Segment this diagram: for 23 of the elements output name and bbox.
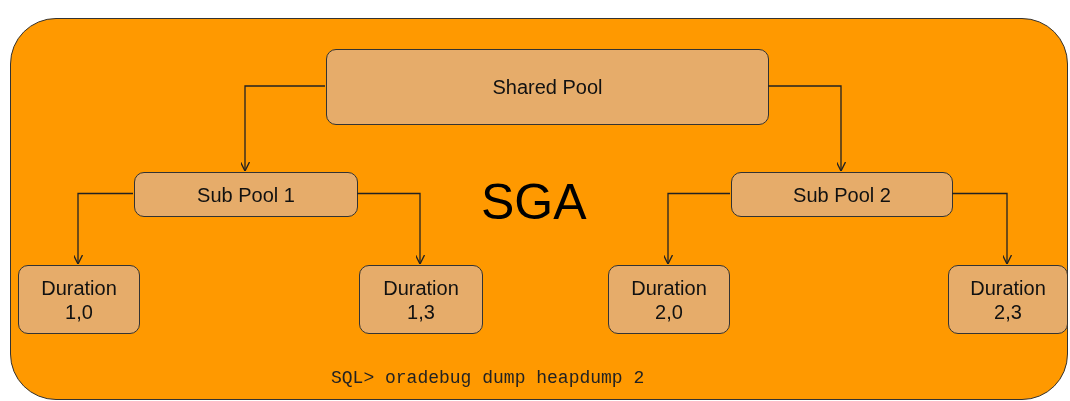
process-box	[134, 172, 358, 217]
box-label: Sub Pool 1	[197, 182, 295, 207]
box-label: Duration 1,3	[382, 275, 460, 324]
process-box	[608, 265, 730, 334]
process-box	[18, 265, 140, 334]
box-label: Shared Pool	[492, 75, 603, 99]
box-label: Duration 1,0	[40, 275, 118, 324]
process-box	[359, 265, 483, 334]
box-label: Duration 2,0	[630, 275, 708, 324]
connector-arrow	[239, 85, 326, 172]
command-text: SQL> oradebug dump heapdump 2	[331, 368, 645, 388]
process-box	[948, 265, 1068, 334]
box-label: Duration 2,3	[969, 275, 1047, 324]
process-box	[326, 49, 769, 125]
box-label: Sub Pool 2	[793, 182, 891, 207]
connector-arrow	[72, 192, 134, 265]
connector-arrow	[951, 192, 1013, 265]
region-title: SGA	[481, 173, 587, 231]
region-panel	[10, 18, 1068, 400]
connector-arrow	[767, 85, 847, 172]
connector-arrow	[356, 192, 426, 265]
process-box	[731, 172, 953, 217]
connector-arrow	[662, 192, 731, 265]
